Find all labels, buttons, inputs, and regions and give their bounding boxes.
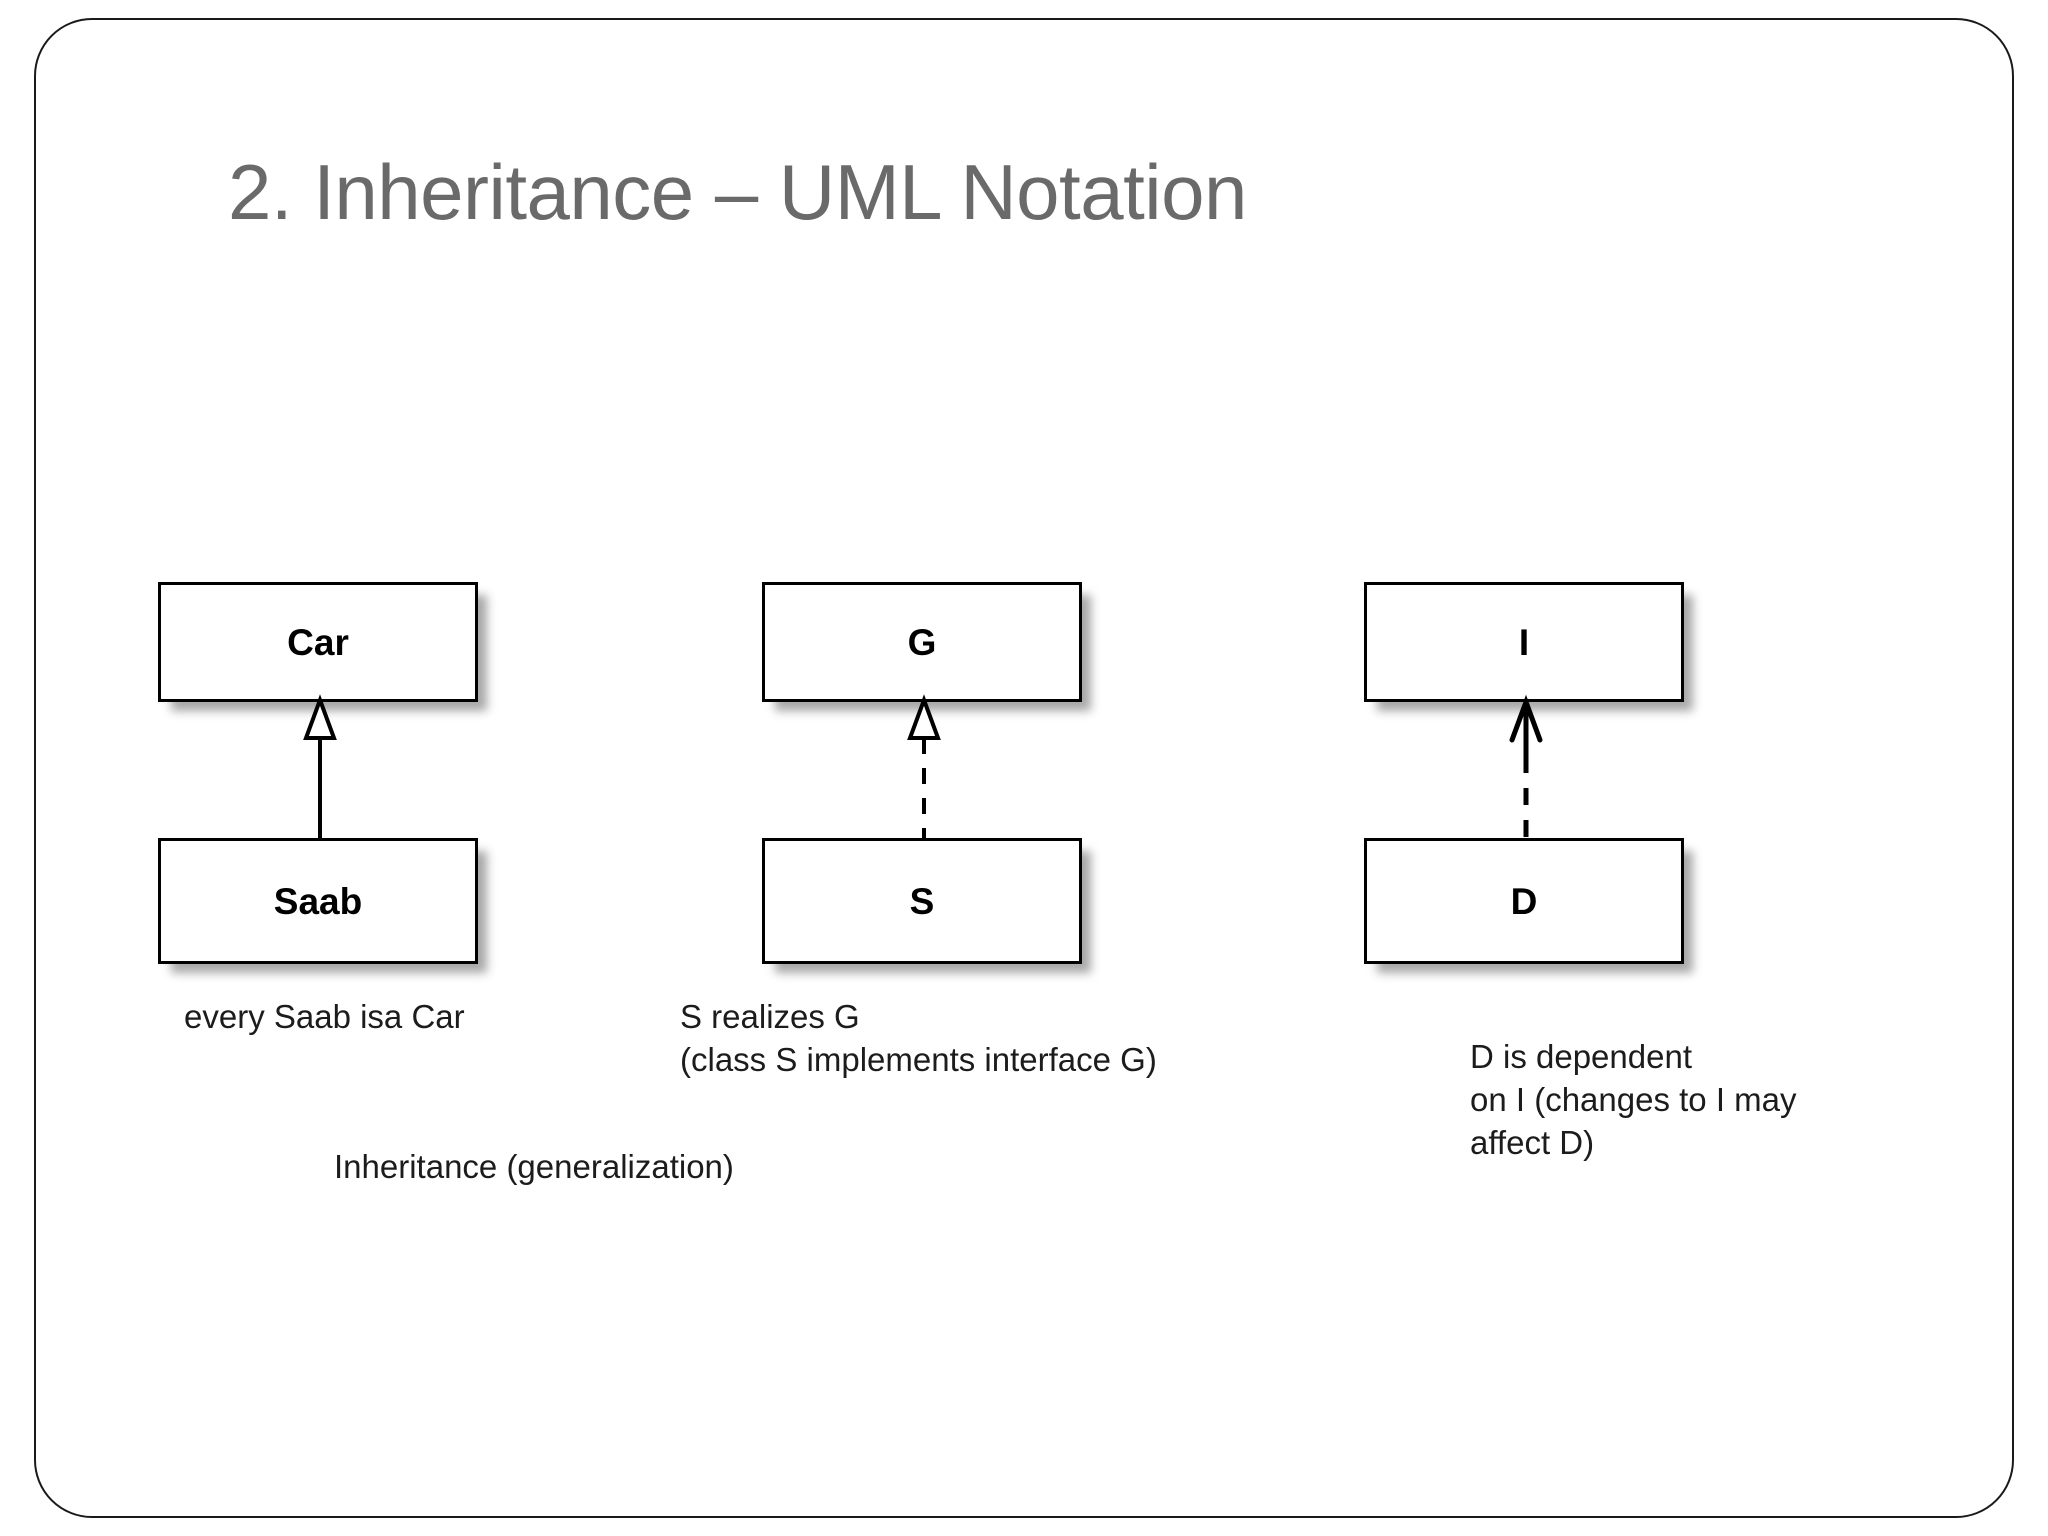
class-box-car[interactable]: Car — [158, 582, 478, 702]
dependency-connector-d-i — [1509, 694, 1543, 844]
class-box-label: D — [1510, 880, 1538, 922]
page-title: 2. Inheritance – UML Notation — [228, 148, 1247, 236]
class-box-label: Car — [287, 621, 349, 663]
class-box-label: G — [907, 621, 937, 663]
generalization-connector-car-saab — [303, 694, 337, 844]
caption-realization: S realizes G (class S implements interfa… — [680, 998, 1157, 1078]
class-box-saab[interactable]: Saab — [158, 838, 478, 964]
realization-connector-s-g — [907, 694, 941, 844]
class-box-i[interactable]: I — [1364, 582, 1684, 702]
slide-border-frame — [34, 18, 2014, 1518]
caption-footer-inheritance-generalization: Inheritance (generalization) — [334, 1148, 734, 1185]
caption-inheritance: every Saab isa Car — [184, 998, 465, 1035]
class-box-label: Saab — [273, 880, 363, 922]
class-box-g[interactable]: G — [762, 582, 1082, 702]
class-box-s[interactable]: S — [762, 838, 1082, 964]
class-box-d[interactable]: D — [1364, 838, 1684, 964]
hollow-triangle-arrowhead — [303, 694, 337, 740]
hollow-triangle-arrowhead — [907, 694, 941, 740]
class-box-label: S — [909, 880, 935, 922]
caption-dependency: D is dependent on I (changes to I may af… — [1470, 1038, 1797, 1161]
class-box-label: I — [1518, 621, 1530, 663]
